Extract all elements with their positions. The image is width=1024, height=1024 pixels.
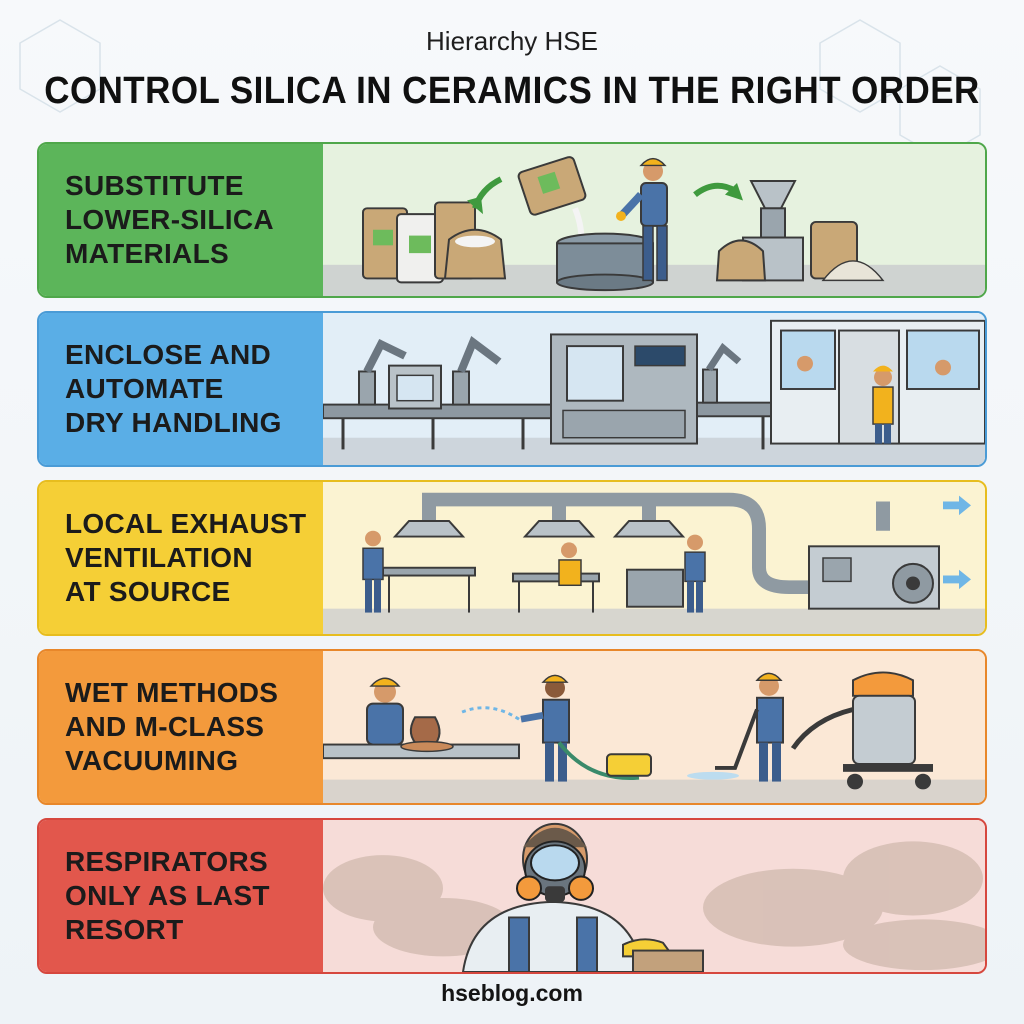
tier-respirators: RESPIRATORS ONLY AS LAST RESORT	[37, 818, 987, 974]
respirator-worker-icon	[461, 822, 645, 972]
tier-substitute: SUBSTITUTE LOWER-SILICA MATERIALS	[37, 142, 987, 298]
full-face-respirator-icon	[516, 840, 594, 902]
hopper-machine-icon	[715, 180, 804, 282]
sponge-icon	[606, 753, 652, 777]
scene-respirator-worker	[323, 820, 985, 972]
page-title: CONTROL SILICA IN CERAMICS IN THE RIGHT …	[44, 70, 980, 112]
tier-label-respirators: RESPIRATORS ONLY AS LAST RESORT	[39, 820, 323, 972]
tier-enclose-automate: ENCLOSE AND AUTOMATE DRY HANDLING	[37, 311, 987, 467]
hierarchy-tiers: SUBSTITUTE LOWER-SILICA MATERIALS	[37, 142, 987, 987]
vacuum-worker-icon	[687, 672, 784, 782]
tier-label-wet-methods: WET METHODS AND M-CLASS VACUUMING	[39, 651, 323, 803]
tier-label-enclose-automate: ENCLOSE AND AUTOMATE DRY HANDLING	[39, 313, 323, 465]
scene-automated-line	[323, 313, 985, 465]
enclosed-machine-icon	[550, 333, 698, 445]
m-class-vacuum-icon	[790, 671, 933, 790]
tier-label-substitute: SUBSTITUTE LOWER-SILICA MATERIALS	[39, 144, 323, 296]
potter-worker-icon	[323, 677, 520, 760]
tier-label-local-exhaust: LOCAL EXHAUST VENTILATION AT SOURCE	[39, 482, 323, 634]
tier-local-exhaust: LOCAL EXHAUST VENTILATION AT SOURCE	[37, 480, 987, 636]
footer-site-credit: hseblog.com	[441, 980, 583, 1006]
worker-icon	[616, 157, 668, 282]
tier-wet-methods: WET METHODS AND M-CLASS VACUUMING	[37, 649, 987, 805]
worker-icon	[362, 530, 706, 613]
robot-arm-icon	[358, 336, 742, 406]
mixer-tank-icon	[556, 232, 654, 292]
scene-substitute-materials	[323, 144, 985, 296]
exhaust-duct-icon	[422, 492, 890, 595]
hose-worker-icon	[458, 674, 640, 782]
scene-exhaust-ventilation	[323, 482, 985, 634]
glove-icon	[622, 938, 704, 972]
pouring-bag-icon	[517, 156, 587, 248]
extraction-hood-icon	[392, 520, 686, 538]
dust-extractor-unit-icon	[808, 545, 940, 610]
airflow-arrow-icon	[943, 495, 971, 590]
material-sacks-icon	[362, 201, 507, 284]
control-room-icon	[770, 319, 985, 445]
header-subtitle: Hierarchy HSE	[426, 26, 598, 56]
scene-wet-cleaning	[323, 651, 985, 803]
